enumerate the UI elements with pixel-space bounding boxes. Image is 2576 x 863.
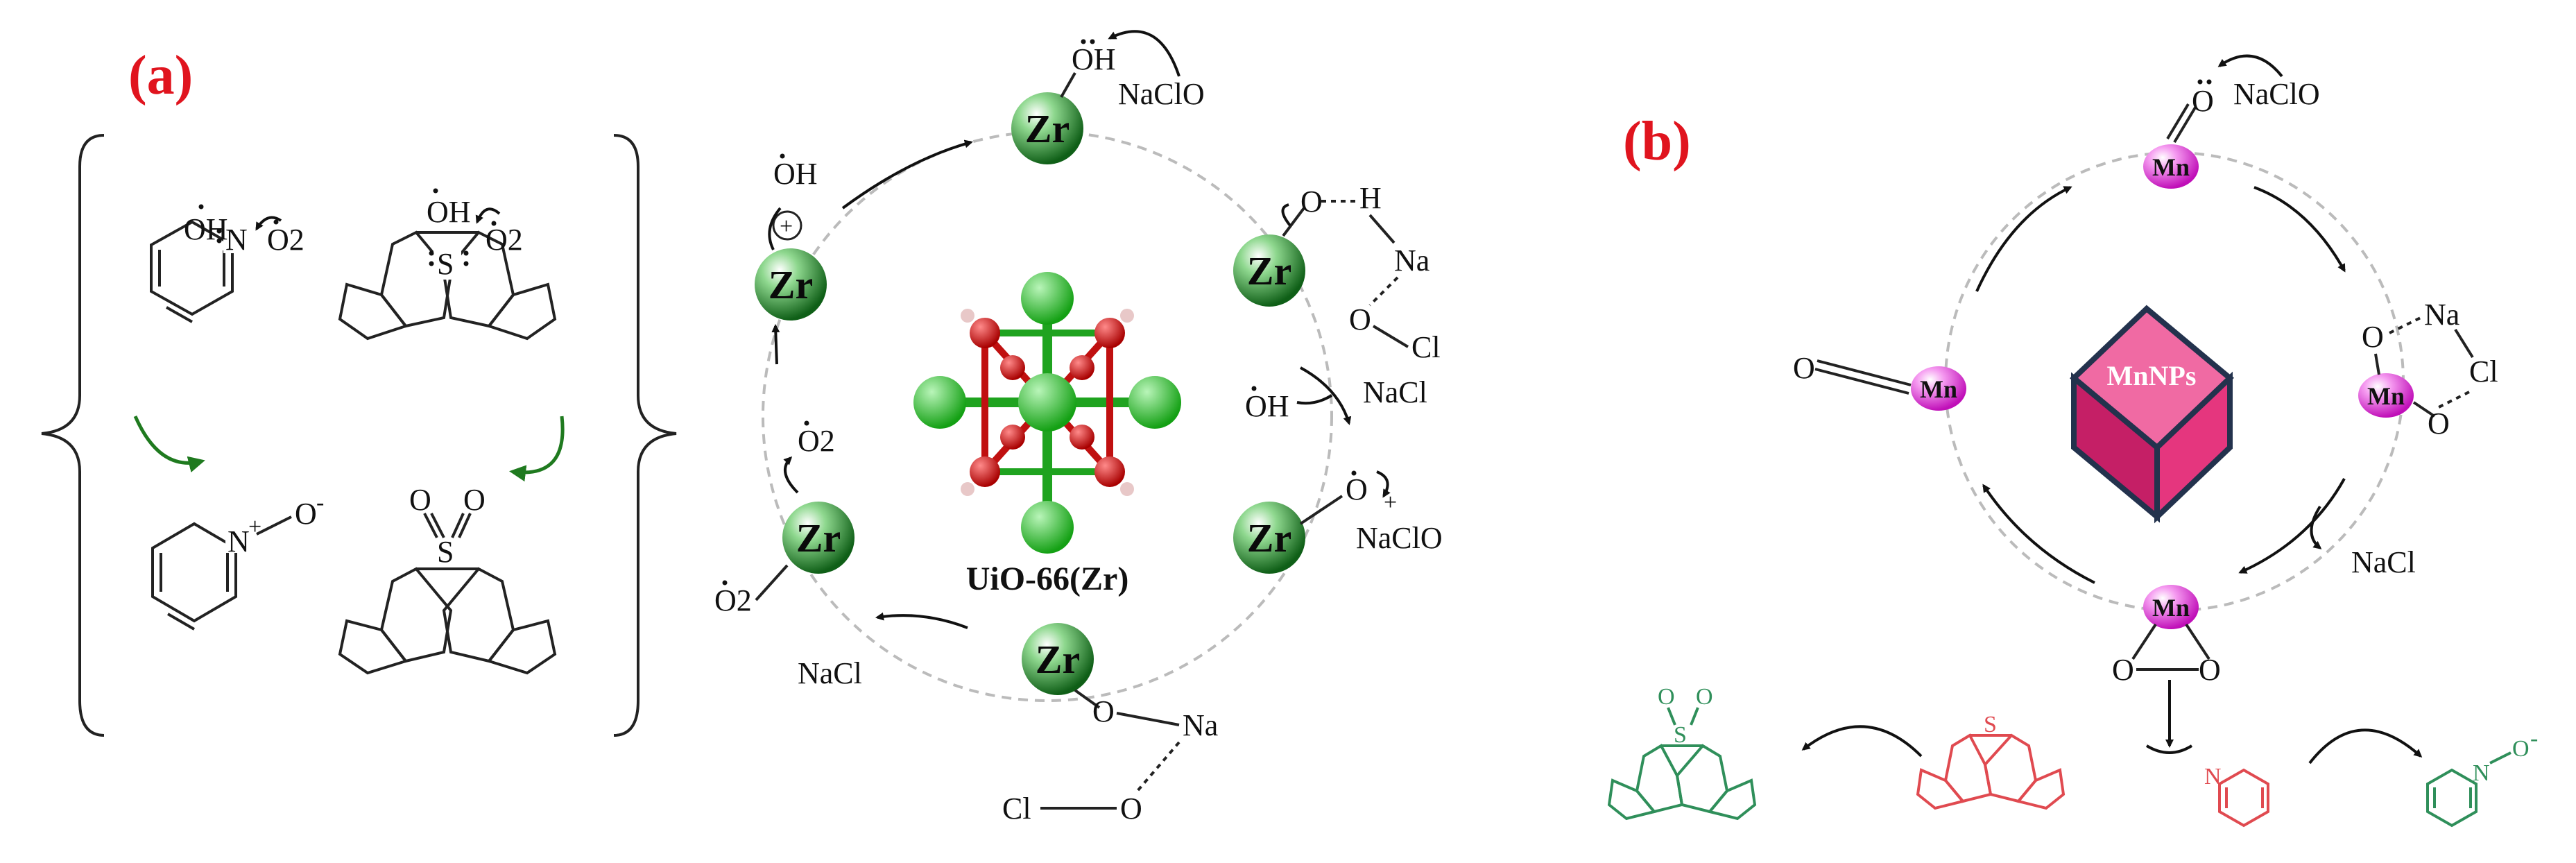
dibenzothiophene-molecule: S OH O2 <box>338 188 557 341</box>
mn-bottom-o-right: O <box>2199 653 2221 687</box>
zr-b-cl: Cl <box>1002 792 1031 826</box>
uio66-cluster <box>913 272 1181 554</box>
mn-right-o-top: O <box>2362 320 2384 354</box>
zr-node-upper-left: Zr <box>755 248 827 321</box>
b-n-oxide-o: O <box>2512 736 2530 762</box>
pyridine-n-oxide-molecule: N + O - <box>151 490 324 631</box>
zr-ul-plus: + <box>780 214 793 239</box>
left-brace <box>41 134 105 737</box>
pyridine-molecule: N OH O2 <box>150 204 304 323</box>
svg-text:Zr: Zr <box>1036 637 1080 682</box>
svg-text:Zr: Zr <box>1025 106 1070 151</box>
zr-lr-naclo: NaClO <box>1356 521 1443 555</box>
panel-a-zr-cycle: UiO-66(Zr) Zr Zr Zr Zr Zr Zr OH <box>714 30 1443 826</box>
zr-node-top: Zr <box>1011 92 1083 164</box>
svg-text:Zr: Zr <box>1247 515 1291 561</box>
zr-b-o: O <box>1092 694 1115 728</box>
panel-b-mn-cycle: (b) MnNPs Mn Mn Mn Mn O <box>1607 54 2538 828</box>
panel-a-oxidation-scheme: (a) N OH O2 S <box>41 45 677 737</box>
mn-node-top: Mn <box>2143 144 2199 189</box>
mn-released-nacl: NaCl <box>2351 545 2416 579</box>
svg-text:Zr: Zr <box>768 262 813 307</box>
b-sulfone-o-left: O <box>1658 684 1675 710</box>
b-dbt-reactant: S <box>1916 712 2066 810</box>
svg-text:Mn: Mn <box>2152 153 2190 181</box>
b-pyridine-n: N <box>2204 764 2222 789</box>
sulfone-o-right: O <box>463 483 486 517</box>
o2-radical-label: O2 <box>267 223 304 257</box>
n-oxide-minus: - <box>316 490 324 515</box>
b-dbt-sulfone-product: S O O <box>1607 684 1757 821</box>
dbt-oh-radical-label: OH <box>427 195 471 229</box>
zr-node-lower-left: Zr <box>782 502 855 574</box>
dbt-sulfone-molecule: S O O <box>338 483 557 675</box>
panel-a-label: (a) <box>128 45 193 106</box>
zr-lr-o: O <box>1346 472 1368 506</box>
svg-text:Zr: Zr <box>796 515 841 561</box>
zr-node-upper-right: Zr <box>1233 234 1305 307</box>
mn-bottom-o-left: O <box>2112 653 2134 687</box>
b-n-oxide-minus: - <box>2530 726 2538 751</box>
dbt-conversion-arrow <box>509 416 565 482</box>
pyridine-conversion-arrow <box>133 415 205 472</box>
released-oh: OH <box>1245 389 1289 423</box>
mn-node-left: Mn <box>1911 366 1966 411</box>
zr-ur-o2: O <box>1349 302 1371 336</box>
mn-right-o-bottom: O <box>2428 407 2450 441</box>
zr-ur-cl: Cl <box>1411 330 1441 364</box>
mnnps-cube: MnNPs <box>2069 305 2235 524</box>
zr-ur-o: O <box>1300 185 1323 219</box>
oh-radical-label: OH <box>184 212 228 246</box>
svg-text:Mn: Mn <box>1920 375 1957 403</box>
n-oxide-n-atom: N <box>227 524 250 558</box>
dbt-s-atom: S <box>437 247 454 281</box>
mn-left-o: O <box>1793 351 1815 385</box>
zr-node-bottom: Zr <box>1022 623 1094 695</box>
released-nacl-left: NaCl <box>798 656 862 690</box>
b-n-oxide-n: N <box>2473 760 2490 786</box>
n-oxide-o-atom: O <box>295 497 317 531</box>
zr-ll-o2: O2 <box>714 583 752 617</box>
free-o2-radical: O2 <box>798 424 835 458</box>
zr-ul-oh: OH <box>773 157 818 191</box>
mn-node-bottom: Mn <box>2143 585 2199 629</box>
mn-right-na: Na <box>2424 298 2459 332</box>
b-dbt-s: S <box>1984 712 1997 737</box>
mn-node-right: Mn <box>2358 373 2414 418</box>
mnnps-label: MnNPs <box>2107 360 2197 391</box>
svg-text:Mn: Mn <box>2367 382 2405 410</box>
mn-right-cl: Cl <box>2469 354 2498 388</box>
zr-ur-na: Na <box>1394 243 1429 277</box>
b-sulfone-o-right: O <box>1696 684 1713 710</box>
dbt-o2-radical-label: O2 <box>486 223 523 257</box>
b-pyridine-n-oxide-product: N O - <box>2426 726 2538 828</box>
b-pyridine-reactant: N <box>2204 764 2269 828</box>
sulfone-o-left: O <box>409 483 431 517</box>
b-sulfone-s: S <box>1674 722 1687 748</box>
svg-text:Mn: Mn <box>2152 594 2190 622</box>
right-brace <box>613 134 677 737</box>
zr-top-naclo: NaClO <box>1118 77 1205 111</box>
zr-node-lower-right: Zr <box>1233 502 1305 574</box>
sulfone-s-atom: S <box>437 535 454 569</box>
panel-b-label: (b) <box>1623 111 1691 172</box>
zr-ur-h: H <box>1359 181 1382 215</box>
zr-top-oh: OH <box>1072 42 1116 76</box>
zr-b-na: Na <box>1183 708 1218 742</box>
mn-top-naclo: NaClO <box>2233 77 2320 111</box>
released-nacl-right: NaCl <box>1363 375 1427 409</box>
zr-b-o2: O <box>1120 792 1142 826</box>
uio66-label: UiO-66(Zr) <box>966 561 1129 597</box>
pyridine-n-atom: N <box>225 223 248 257</box>
n-oxide-plus: + <box>248 514 261 540</box>
mn-top-o: O <box>2192 84 2214 118</box>
svg-text:Zr: Zr <box>1247 248 1291 293</box>
